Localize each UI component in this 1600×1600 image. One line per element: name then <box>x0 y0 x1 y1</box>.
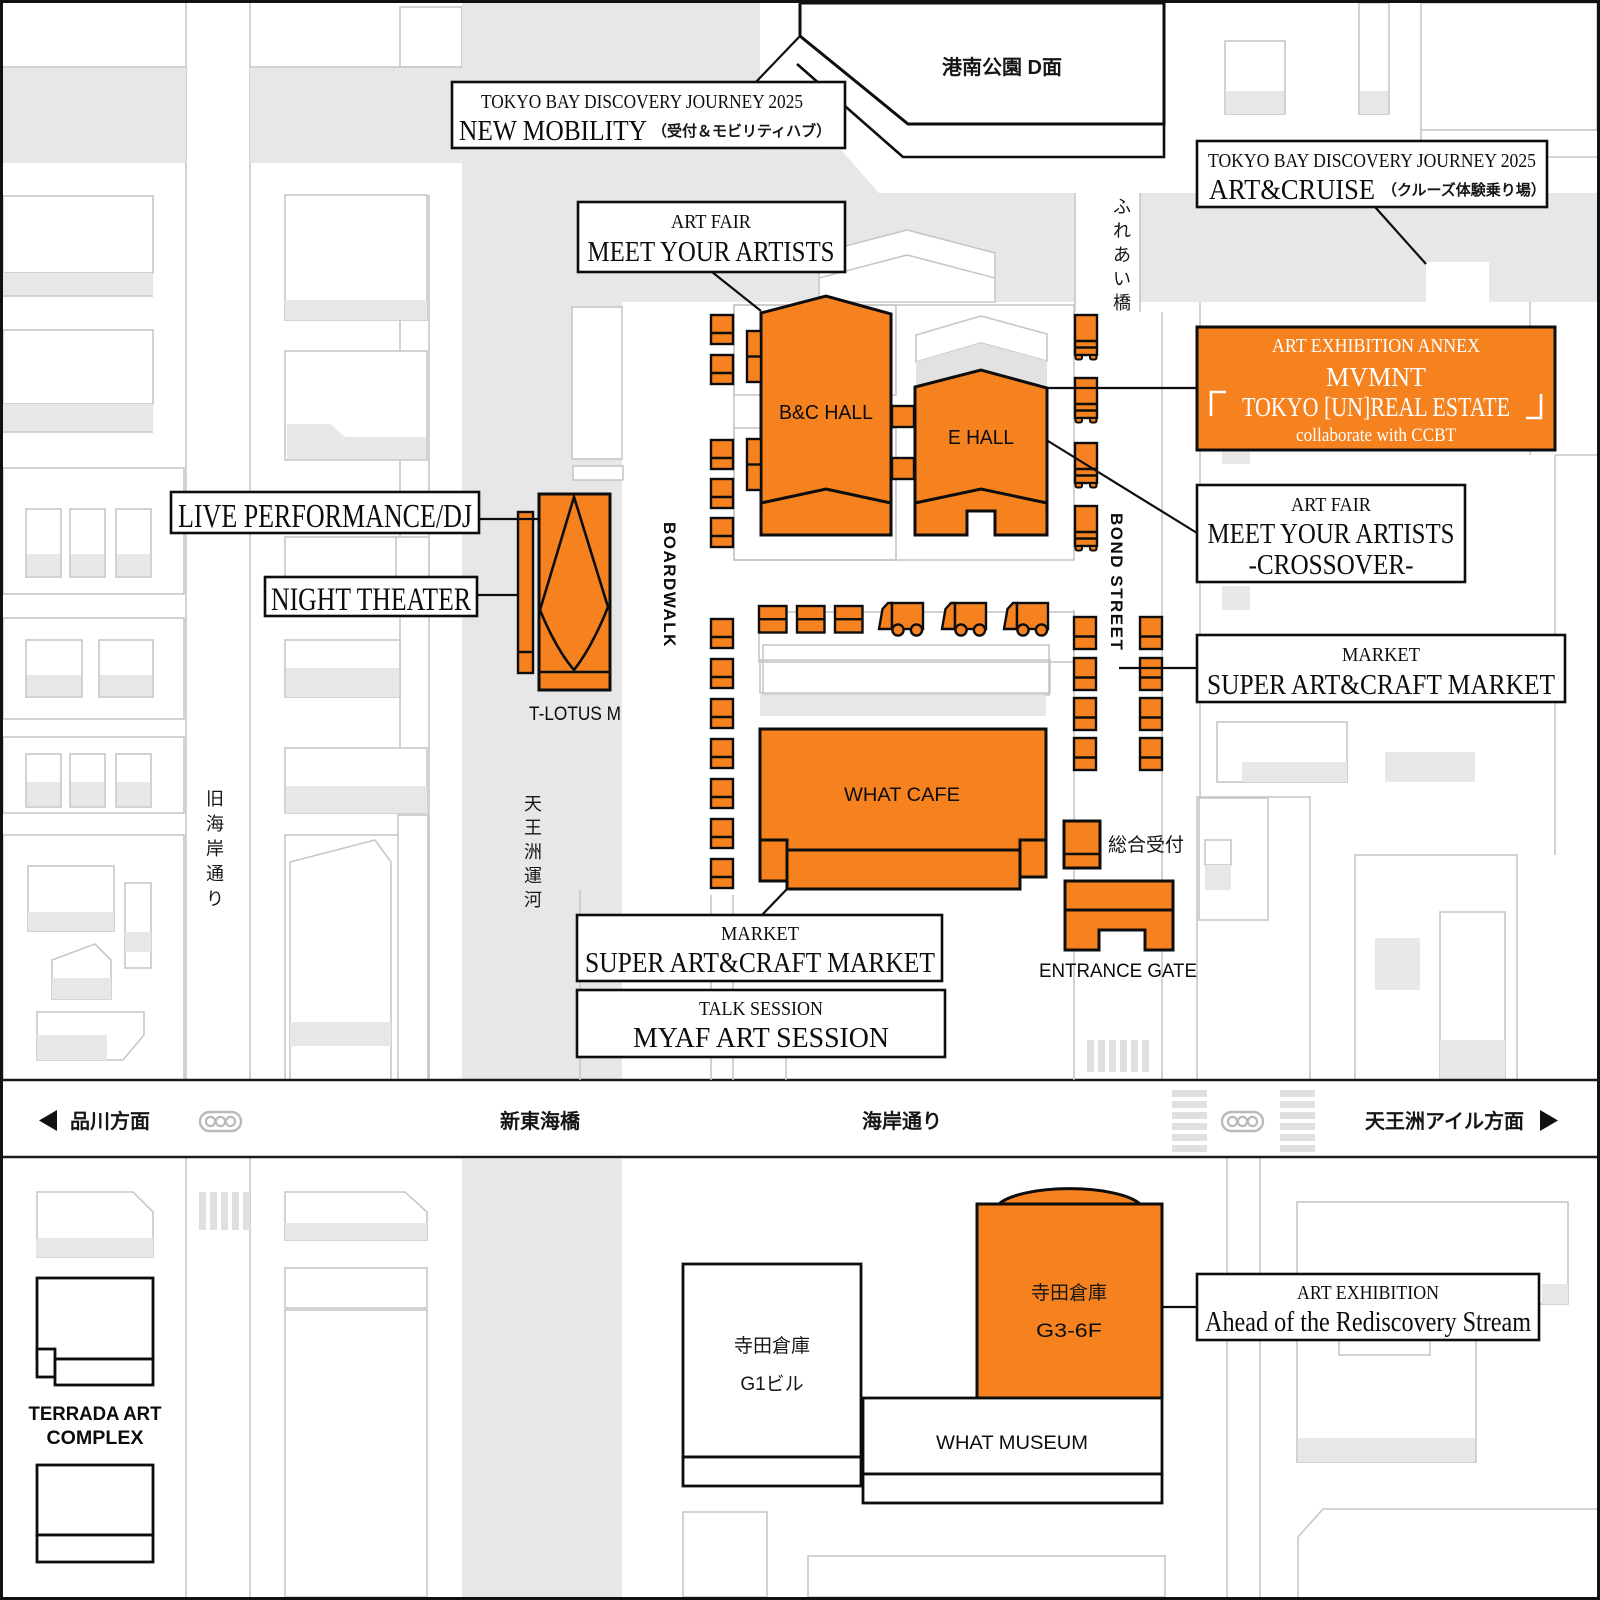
svg-text:SUPER ART&CRAFT MARKET: SUPER ART&CRAFT MARKET <box>1207 670 1555 701</box>
svg-text:ART&CRUISE: ART&CRUISE <box>1209 175 1375 206</box>
svg-text:SUPER ART&CRAFT MARKET: SUPER ART&CRAFT MARKET <box>585 948 935 979</box>
svg-text:岸: 岸 <box>206 839 224 859</box>
svg-text:MYAF ART SESSION: MYAF ART SESSION <box>633 1023 889 1054</box>
svg-text:ART EXHIBITION: ART EXHIBITION <box>1297 1282 1439 1304</box>
svg-text:旧: 旧 <box>206 789 224 809</box>
svg-text:総合受付: 総合受付 <box>1108 834 1184 856</box>
svg-text:洲: 洲 <box>524 842 542 862</box>
svg-text:LIVE PERFORMANCE/DJ: LIVE PERFORMANCE/DJ <box>178 498 472 535</box>
svg-text:ENTRANCE GATE: ENTRANCE GATE <box>1039 961 1197 982</box>
svg-text:TERRADA ART: TERRADA ART <box>29 1404 162 1425</box>
svg-text:WHAT MUSEUM: WHAT MUSEUM <box>936 1433 1088 1454</box>
svg-text:MARKET: MARKET <box>1342 644 1420 666</box>
svg-text:海: 海 <box>206 814 224 834</box>
svg-text:新東海橋: 新東海橋 <box>500 1109 581 1133</box>
svg-text:寺田倉庫: 寺田倉庫 <box>1031 1282 1107 1304</box>
svg-text:ART EXHIBITION ANNEX: ART EXHIBITION ANNEX <box>1272 335 1480 357</box>
svg-text:MEET YOUR ARTISTS: MEET YOUR ARTISTS <box>1208 519 1455 550</box>
svg-text:MVMNT: MVMNT <box>1326 362 1426 392</box>
svg-text:（クルーズ体験乗り場）: （クルーズ体験乗り場） <box>1382 181 1546 199</box>
svg-text:TOKYO [UN]REAL ESTATE: TOKYO [UN]REAL ESTATE <box>1242 392 1510 422</box>
svg-text:れ: れ <box>1113 221 1131 241</box>
svg-text:B&C HALL: B&C HALL <box>779 402 873 424</box>
svg-text:BOARDWALK: BOARDWALK <box>660 522 679 648</box>
svg-text:ART FAIR: ART FAIR <box>1291 494 1372 516</box>
svg-text:BOND STREET: BOND STREET <box>1107 513 1126 651</box>
svg-text:NIGHT THEATER: NIGHT THEATER <box>271 582 471 618</box>
svg-text:寺田倉庫: 寺田倉庫 <box>734 1335 810 1357</box>
svg-text:品川方面: 品川方面 <box>70 1109 150 1133</box>
svg-text:-CROSSOVER-: -CROSSOVER- <box>1249 550 1414 581</box>
svg-text:G3-6F: G3-6F <box>1036 1321 1102 1342</box>
svg-text:あ: あ <box>1113 245 1131 265</box>
svg-text:い: い <box>1113 269 1131 289</box>
svg-text:天: 天 <box>524 794 542 814</box>
svg-text:collaborate with CCBT: collaborate with CCBT <box>1296 425 1456 446</box>
svg-text:（受付＆モビリティハブ）: （受付＆モビリティハブ） <box>652 122 831 140</box>
svg-text:港南公園 D面: 港南公園 D面 <box>942 55 1062 79</box>
svg-text:MEET YOUR ARTISTS: MEET YOUR ARTISTS <box>588 237 835 268</box>
svg-text:天王洲アイル方面: 天王洲アイル方面 <box>1365 1109 1524 1133</box>
svg-text:COMPLEX: COMPLEX <box>47 1428 144 1449</box>
svg-text:TOKYO BAY DISCOVERY JOURNEY 20: TOKYO BAY DISCOVERY JOURNEY 2025 <box>481 91 803 113</box>
svg-text:河: 河 <box>524 890 542 910</box>
svg-text:ART FAIR: ART FAIR <box>671 211 752 233</box>
svg-text:り: り <box>206 889 224 909</box>
svg-text:WHAT CAFE: WHAT CAFE <box>844 785 960 806</box>
svg-text:TALK SESSION: TALK SESSION <box>699 998 823 1020</box>
svg-text:G1ビル: G1ビル <box>740 1373 803 1395</box>
svg-text:ふ: ふ <box>1113 197 1131 217</box>
svg-text:E HALL: E HALL <box>948 427 1014 449</box>
svg-text:運: 運 <box>524 866 542 886</box>
svg-text:海岸通り: 海岸通り <box>862 1109 942 1133</box>
svg-text:TOKYO BAY DISCOVERY JOURNEY 20: TOKYO BAY DISCOVERY JOURNEY 2025 <box>1208 150 1536 172</box>
svg-text:NEW MOBILITY: NEW MOBILITY <box>459 116 647 147</box>
svg-text:王: 王 <box>524 818 542 838</box>
svg-text:通: 通 <box>206 864 224 884</box>
svg-text:橋: 橋 <box>1113 293 1131 313</box>
svg-text:MARKET: MARKET <box>721 923 799 945</box>
svg-text:T-LOTUS M: T-LOTUS M <box>529 704 621 725</box>
svg-text:Ahead of the Rediscovery Strea: Ahead of the Rediscovery Stream <box>1205 1307 1531 1338</box>
